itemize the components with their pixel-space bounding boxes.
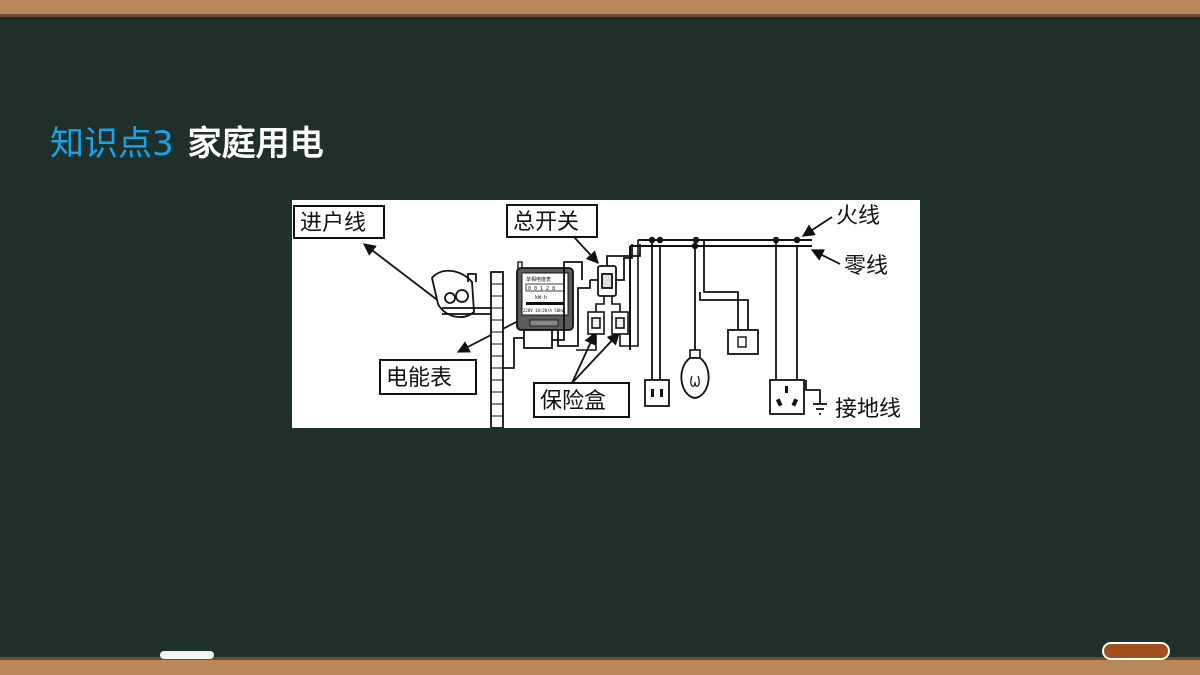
main-switch-device bbox=[590, 244, 641, 297]
title-knowledge-point: 知识点3 bbox=[50, 124, 174, 164]
three-pin-outlet bbox=[769, 240, 821, 415]
energy-meter-device: 单相电度表 0 0 1 2 8 kW·h 220V 10(20)A 50Hz bbox=[516, 261, 574, 349]
household-circuit-diagram: 进户线 总开关 电能表 保险盒 火线 零线 接地线 bbox=[292, 200, 920, 428]
board-frame-top bbox=[0, 0, 1200, 14]
label-incoming-line-text: 进户线 bbox=[300, 211, 366, 236]
label-live-wire: 火线 bbox=[836, 204, 880, 229]
meter-unit: kW·h bbox=[535, 295, 547, 301]
label-main-switch: 总开关 bbox=[506, 204, 598, 238]
label-energy-meter-text: 电能表 bbox=[386, 366, 452, 391]
meter-wiring bbox=[503, 261, 591, 369]
junction-dots bbox=[648, 236, 801, 250]
wall bbox=[490, 271, 504, 428]
wall-outlet bbox=[644, 240, 670, 407]
pointer-arrows bbox=[362, 216, 841, 384]
board-frame-bottom bbox=[0, 660, 1200, 675]
label-neutral-wire: 零线 bbox=[844, 254, 888, 279]
mains-wires bbox=[629, 239, 812, 350]
meter-rating: 220V 10(20)A 50Hz bbox=[523, 308, 565, 313]
board-frame-bottom-shadow bbox=[0, 657, 1200, 660]
board-frame-top-shadow bbox=[0, 14, 1200, 17]
label-fuse-box-text: 保险盒 bbox=[540, 389, 606, 414]
fuse-box-device bbox=[576, 240, 639, 351]
label-ground-wire: 接地线 bbox=[835, 397, 901, 422]
label-main-switch-text: 总开关 bbox=[513, 210, 579, 235]
title-topic: 家庭用电 bbox=[187, 124, 324, 164]
meter-reading: 0 0 1 2 8 bbox=[528, 286, 555, 292]
board-eraser bbox=[1102, 642, 1170, 660]
ground-symbol bbox=[813, 403, 827, 415]
incoming-wires bbox=[431, 269, 491, 318]
meter-name: 单相电度表 bbox=[526, 276, 551, 283]
label-fuse-box: 保险盒 bbox=[533, 382, 630, 418]
light-bulb bbox=[680, 246, 710, 399]
label-energy-meter: 电能表 bbox=[379, 359, 477, 395]
slide-title: 知识点3 家庭用电 bbox=[50, 122, 324, 166]
label-incoming-line: 进户线 bbox=[293, 205, 385, 239]
light-switch bbox=[699, 240, 759, 355]
chalk-stick bbox=[160, 651, 214, 659]
circuit-svg: 进户线 总开关 电能表 保险盒 火线 零线 接地线 bbox=[293, 204, 901, 428]
